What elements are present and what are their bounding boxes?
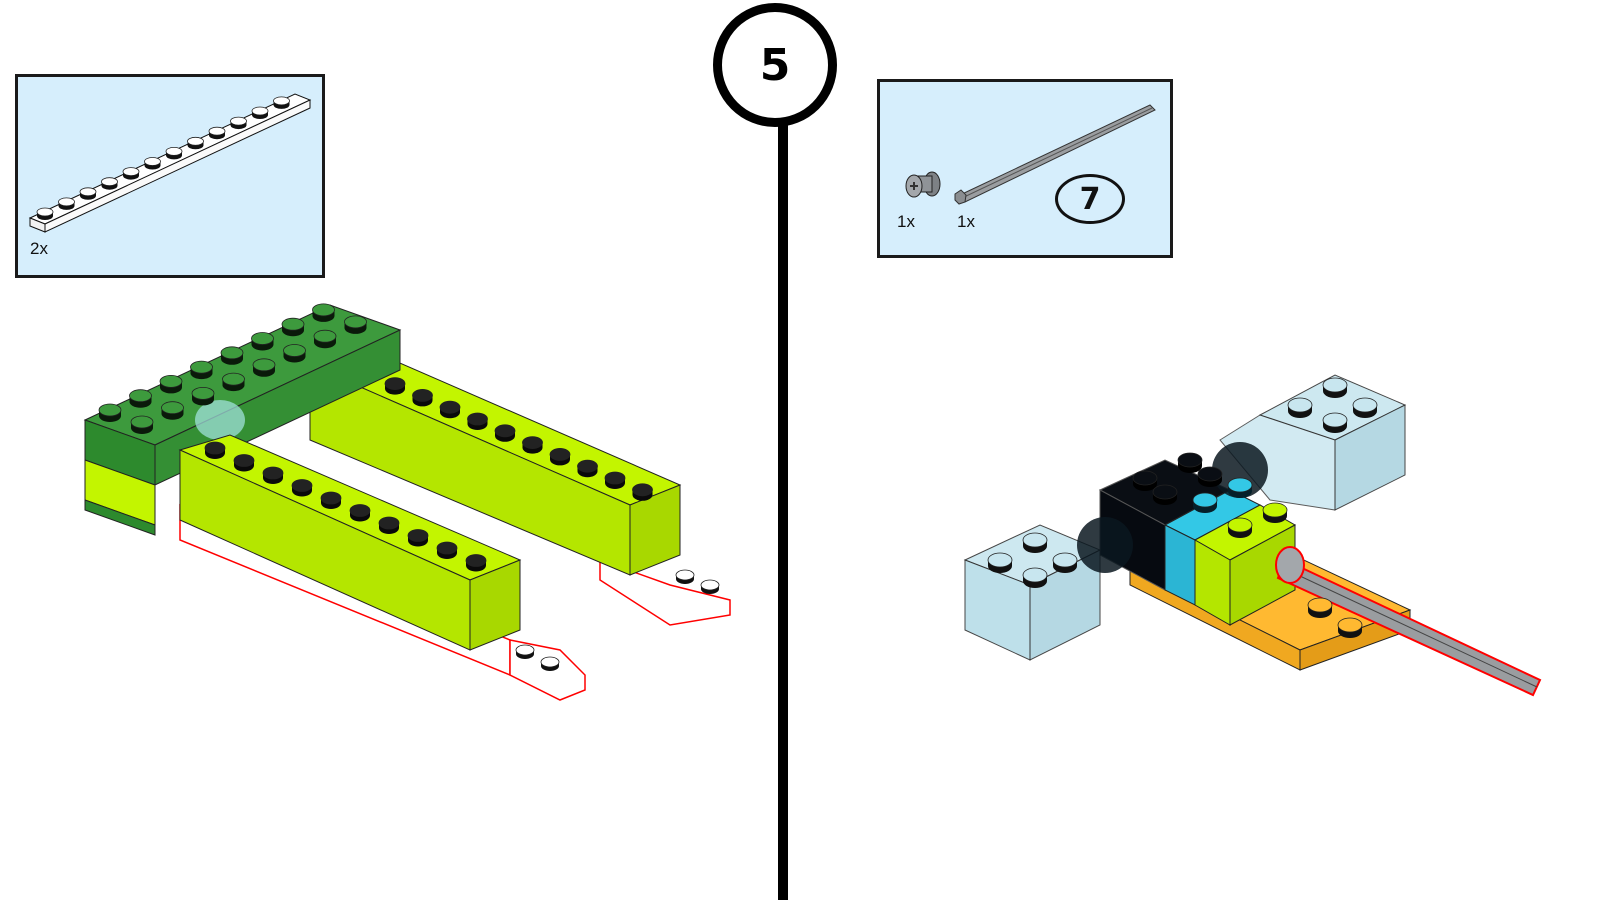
beam-left [178,434,586,701]
stud [122,167,140,180]
stud [129,389,152,408]
stud [384,377,406,395]
stud [1227,477,1253,498]
stud [1307,597,1333,618]
stud [313,329,337,349]
stud [208,126,226,140]
stud [1337,617,1363,638]
axle-quantity: 1x [957,212,975,231]
stud [522,436,543,454]
stud [515,644,535,659]
part-quantity: 2x [30,239,48,258]
stud [1152,484,1178,505]
stud [604,471,626,489]
stud [632,483,653,501]
stud [101,177,118,190]
stud [283,344,306,363]
stud [190,360,213,380]
stud [230,116,247,130]
stud [144,157,161,170]
parts-callout-right: 1x 1x 7 [877,79,1173,258]
stud [79,187,97,200]
stud [222,372,245,392]
stud [1192,492,1218,513]
stud [1287,397,1313,418]
stud [187,136,204,150]
stud [281,317,305,337]
stud [1177,452,1203,473]
stud [251,106,269,119]
axle-length-number: 7 [1079,181,1101,217]
stud [987,552,1013,573]
bush-icon [905,171,941,198]
stud [273,96,290,109]
stud [233,454,255,472]
axle-inserted [1275,546,1542,697]
beam-right [308,349,731,626]
stud [58,197,75,210]
stud [159,375,183,394]
plate-1x12-icon [28,93,312,233]
stud [1197,466,1223,487]
stud [1322,412,1348,433]
stud [494,424,516,442]
stud [577,459,598,478]
stud [467,412,488,430]
stud [251,332,274,351]
stud [98,403,122,422]
axle-length-badge: 7 [1055,174,1125,224]
step-number-circle: 5 [713,3,837,127]
stud [540,656,560,671]
assembly-left-illustration [83,303,731,701]
stud [130,415,154,434]
stud [436,541,458,559]
stud [675,569,695,584]
parts-callout-left: 2x [15,74,325,278]
stud [349,504,371,522]
stud [36,207,54,220]
axle-icon [954,104,1156,205]
stud [1352,397,1378,418]
stud [412,389,433,407]
stud [465,554,487,572]
stud [1322,377,1348,398]
stud [1262,502,1288,523]
stud [1022,567,1048,588]
stud [1052,552,1078,573]
stud [700,579,720,594]
stud [407,529,429,547]
stud [344,315,367,334]
stud [1132,470,1158,491]
panel-divider [778,125,788,900]
assembly-right-illustration [963,374,1542,697]
stud [220,346,244,365]
stud [161,401,184,420]
stud [1227,517,1253,538]
stud [378,516,400,534]
stud [1022,532,1048,553]
stud [549,447,571,466]
stud [191,387,215,406]
stud [320,491,342,509]
ball-joint-left [963,517,1133,661]
stud [291,479,313,497]
stud [252,358,276,377]
stud [204,441,226,459]
stud [165,147,183,160]
stud [312,303,335,322]
bush-quantity: 1x [897,212,915,231]
stud [439,400,461,419]
stud [262,466,284,484]
brick-dark-green [83,303,402,536]
ball-joint-right [1212,374,1407,511]
step-number: 5 [759,39,791,91]
